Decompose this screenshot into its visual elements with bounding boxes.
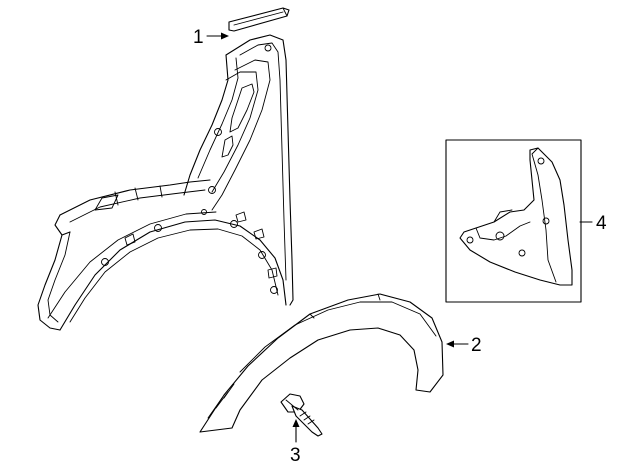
fender-inner-panel (37, 34, 294, 331)
part-3-push-clip[interactable] (280, 393, 323, 437)
part-2-wheel-arch-flare[interactable] (199, 293, 444, 433)
part-4-mud-flap[interactable] (459, 147, 573, 286)
part-4-detail-box (445, 139, 582, 303)
leader-lines (206, 32, 593, 443)
callout-1: 1 (193, 27, 204, 48)
callout-2: 2 (471, 335, 482, 356)
arch-fastener-holes (101, 44, 278, 294)
callout-4: 4 (596, 213, 607, 234)
callout-3: 3 (290, 445, 301, 466)
part-1-trim-piece[interactable] (228, 7, 290, 32)
